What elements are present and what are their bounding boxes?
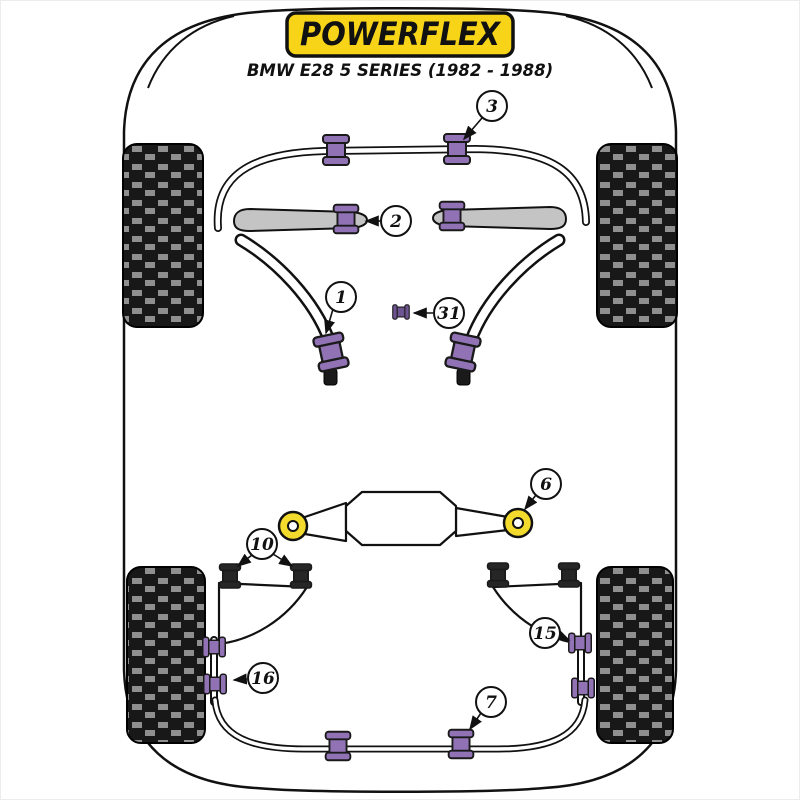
rear-arb-bush-left: [324, 730, 352, 762]
logo-plate: [285, 11, 515, 58]
callout-circle: [530, 468, 562, 500]
steering-bush-31: [392, 304, 410, 320]
strut-bush-right-upper: [568, 632, 592, 654]
fender-line-right: [565, 15, 653, 89]
strut-bush-left-upper: [202, 636, 226, 658]
callout-label: 10: [250, 535, 274, 555]
callout-7: 7: [469, 686, 507, 731]
control-arm-right: [464, 233, 566, 347]
callout-15: 15: [529, 617, 571, 649]
trailing-bush-right-inner: [486, 562, 510, 588]
front-arb-bush-right: [443, 133, 471, 165]
callout-circle: [247, 662, 279, 694]
tension-rod-bush-left: [332, 203, 360, 235]
tire-rear-left: [126, 566, 206, 744]
tire-front-right: [596, 143, 678, 328]
subtitle-text: BMW E28 5 SERIES (1982 - 1988): [247, 61, 553, 80]
callout-31: 31: [412, 297, 465, 329]
subframe-body: [344, 490, 458, 547]
callout-10: 10: [236, 528, 294, 567]
callout-circle: [433, 297, 465, 329]
tire-front-left: [122, 143, 204, 328]
callout-3: 3: [462, 90, 508, 141]
callout-1: 1: [324, 281, 357, 335]
tire-rear-right: [596, 566, 674, 744]
callout-label: 6: [540, 475, 552, 495]
callout-label: 7: [485, 693, 497, 713]
callout-circle: [380, 205, 412, 237]
subframe-bush-right-hole: [512, 517, 524, 529]
callout-label: 1: [335, 288, 347, 308]
fender-line-left: [147, 15, 235, 89]
callout-16: 16: [232, 662, 279, 694]
callout-circle: [476, 90, 508, 122]
subframe-bush-left-hole: [287, 520, 299, 532]
control-arm-left: [234, 233, 336, 347]
callout-circle: [246, 528, 278, 560]
tension-rod-right: [431, 205, 568, 231]
strut-bush-left-lower: [203, 673, 227, 695]
callout-label: 31: [437, 304, 461, 324]
rear-subframe: [277, 490, 534, 547]
trailing-bush-left-outer: [218, 563, 242, 589]
callout-circle: [325, 281, 357, 313]
strut-bush-right-lower: [571, 677, 595, 699]
callout-2: 2: [364, 205, 412, 237]
callout-circle: [475, 686, 507, 718]
callout-circle: [529, 617, 561, 649]
callout-label: 2: [389, 212, 402, 232]
front-arb-bush-left: [322, 134, 350, 166]
brand-logo: POWERFLEX: [285, 11, 515, 58]
brand-logo-text: POWERFLEX: [300, 15, 501, 53]
tension-rod-bush-right: [438, 200, 466, 232]
callout-label: 3: [486, 97, 498, 117]
callout-6: 6: [524, 468, 562, 511]
rear-anti-roll-bar: [211, 696, 589, 753]
rear-arb-bush-right: [447, 728, 475, 760]
callout-label: 16: [251, 669, 275, 689]
callout-label: 15: [533, 624, 557, 644]
trailing-bush-left-inner: [289, 563, 313, 589]
trailing-bush-right-outer: [557, 562, 581, 588]
front-anti-roll-bar: [213, 144, 590, 232]
